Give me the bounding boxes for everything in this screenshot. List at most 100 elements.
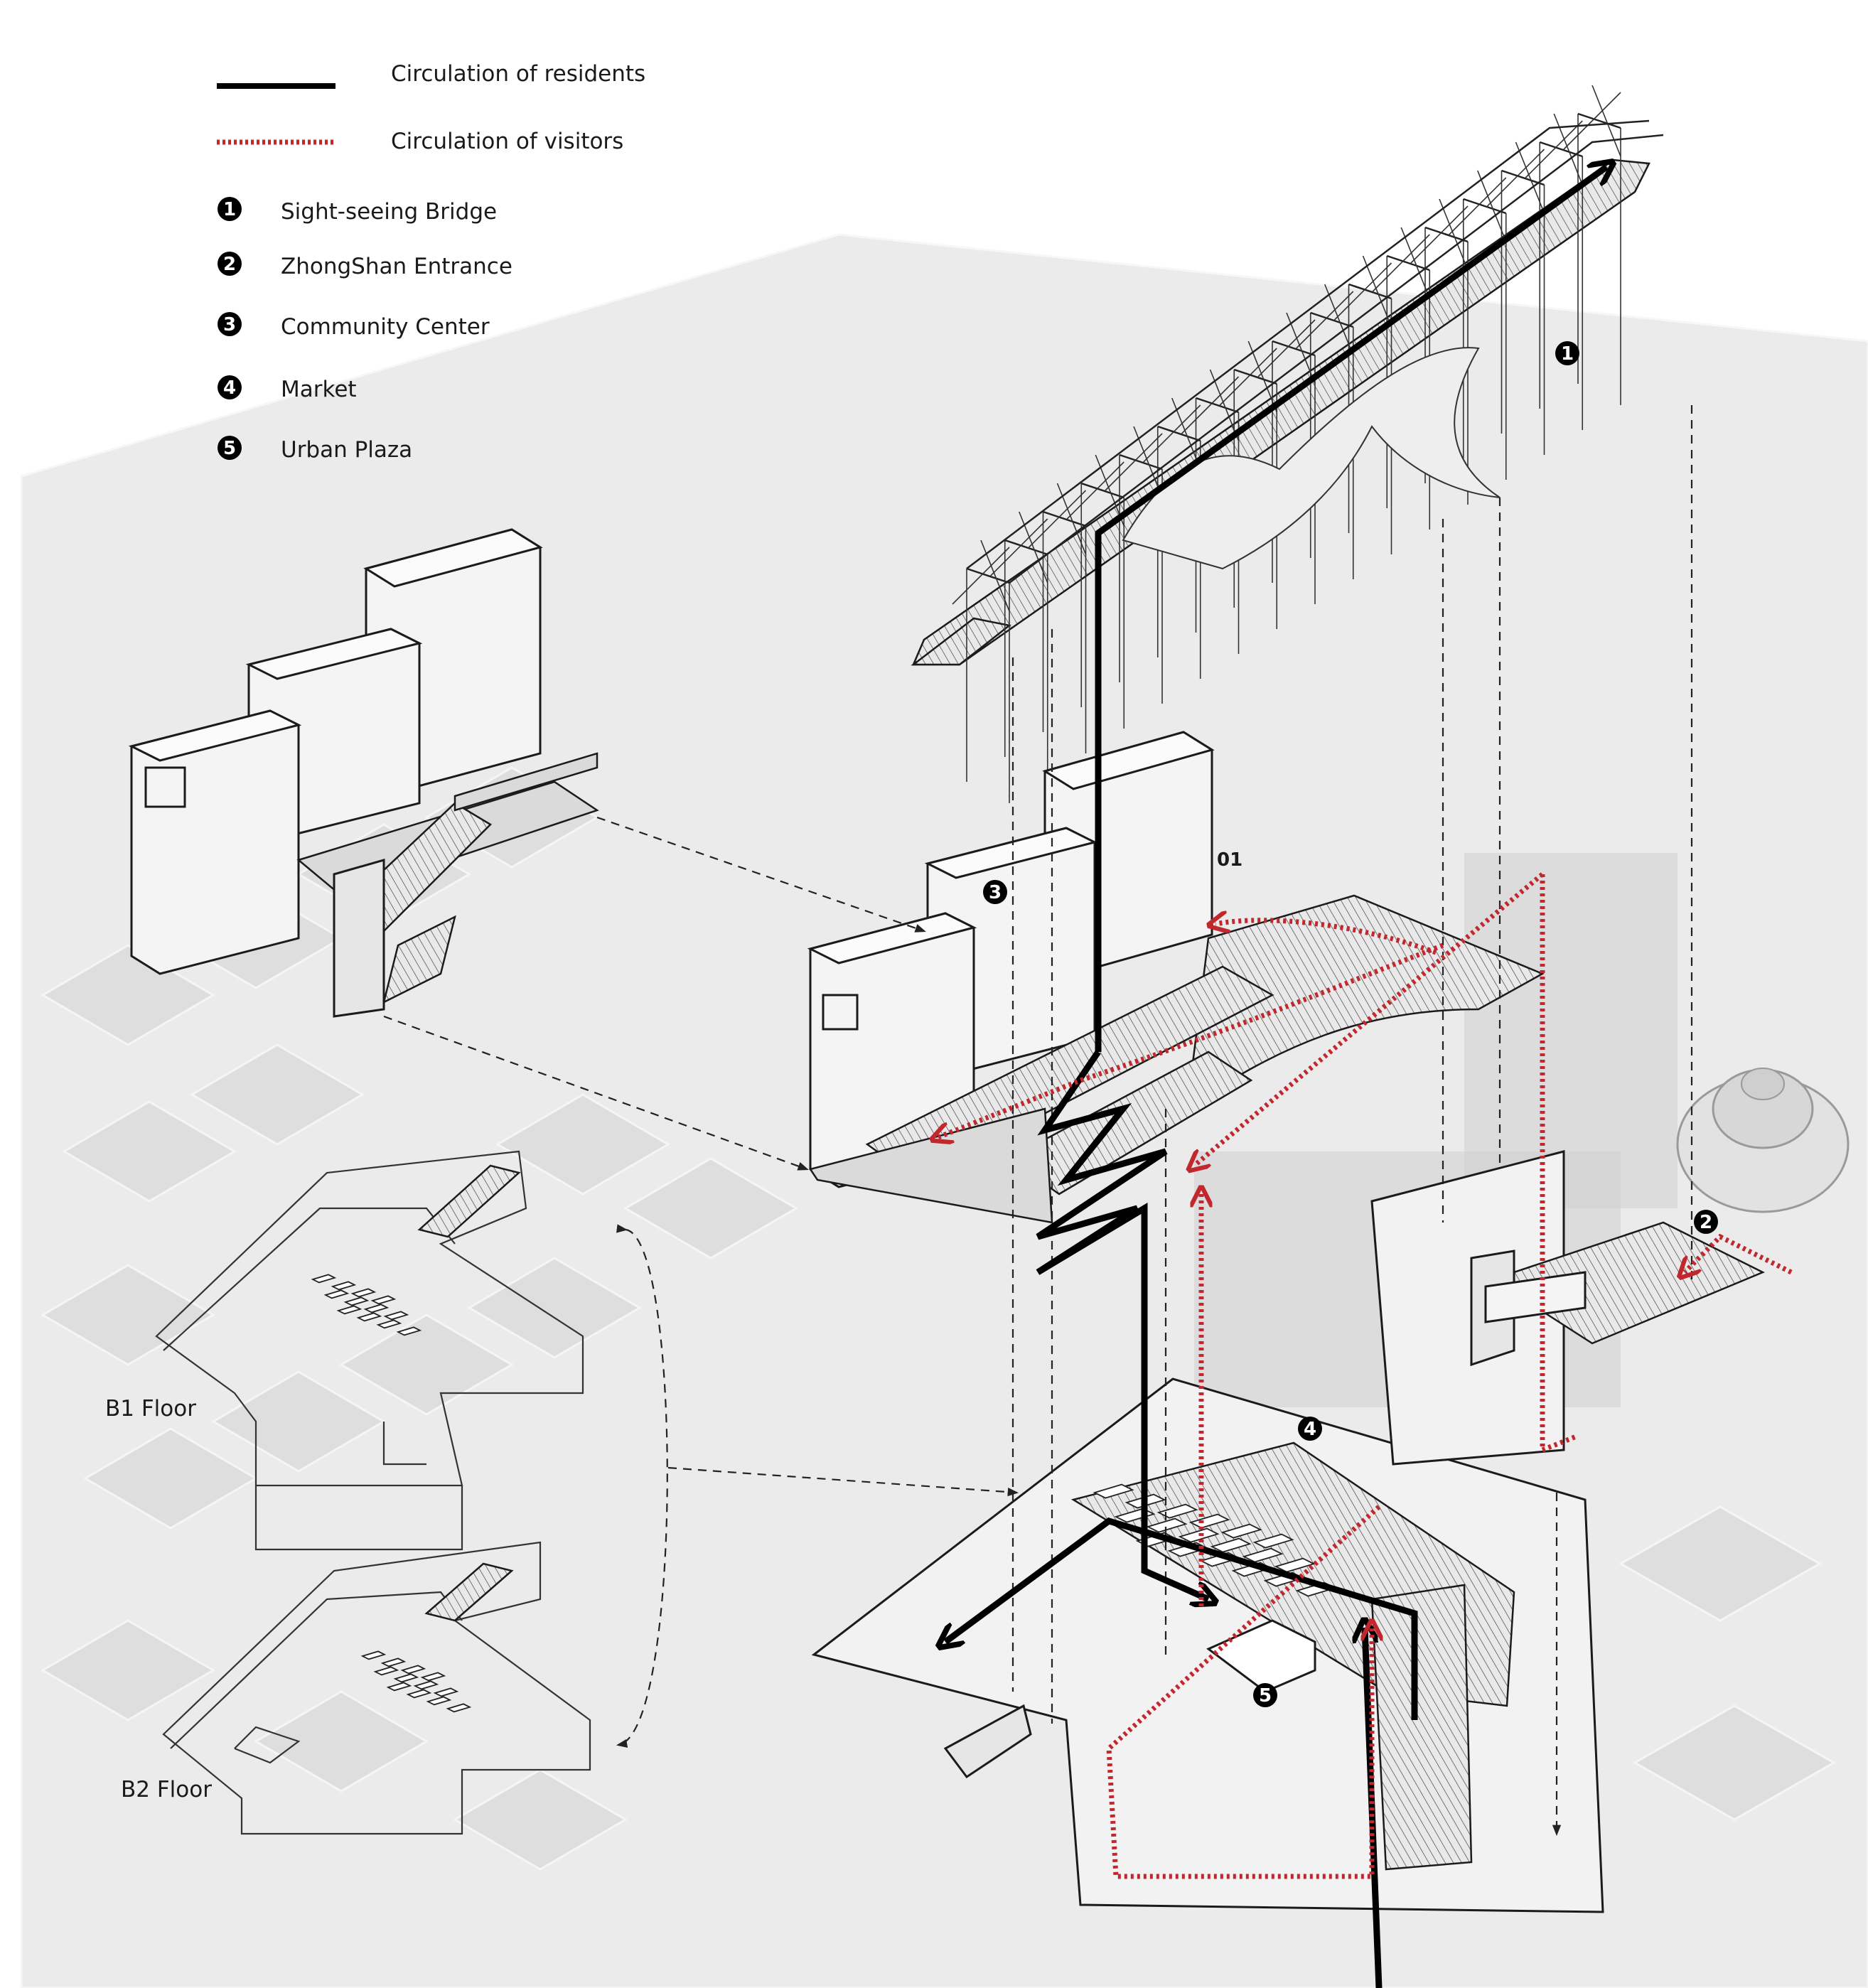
svg-text:3: 3 [989,882,1002,903]
visitors-path-right [1540,874,1579,1454]
bridge-brace [1486,149,1545,207]
badge-icon [983,880,1007,904]
stall [1220,1523,1262,1539]
bridge-brace [1219,348,1277,406]
stall [336,1305,363,1315]
stall [400,1665,426,1675]
marker-1: 1 [1555,341,1579,365]
bridge-beam [1043,510,1086,527]
badge-icon [1694,1210,1718,1234]
stall [433,1687,459,1697]
bridge-beam [1424,226,1469,243]
bridge-brace [1028,490,1087,548]
bridge-top-chord [966,119,1650,569]
visitors-path-arch [938,942,1444,1137]
stall [383,1311,409,1321]
b1-outline [155,1150,584,1487]
b1-stair [417,1164,521,1238]
stall [406,1689,432,1699]
svg-text:4: 4 [223,377,236,399]
bridge-brace [952,547,1010,605]
bridge-brace [1333,262,1392,321]
residents-circulation [945,167,1606,1988]
residents-path-down [1036,1050,1208,1599]
stall [420,1672,446,1682]
svg-text:3: 3 [223,314,236,335]
window [822,994,859,1031]
stall [1146,1517,1188,1533]
bridge-brace [1449,177,1507,235]
zhongshan-tower [1370,1150,1565,1466]
legend-visitors-label: Circulation of visitors [391,129,623,154]
bridge-beam [1310,311,1354,328]
legend-place-label: Sight-seeing Bridge [281,199,497,225]
svg-text:5: 5 [1259,1685,1272,1707]
left-volumes [128,528,599,1018]
marker-4: 4 [1298,1417,1322,1441]
stall [370,1295,397,1305]
stall [376,1319,402,1329]
stall [311,1274,337,1284]
bridge-brace [1410,205,1469,264]
legend-visitors: Circulation of visitors [217,129,623,154]
legend-residents-label: Circulation of residents [391,61,645,87]
legend-place-2: 2 ZhongShan Entrance [218,252,512,279]
bridge-beam [1080,482,1124,499]
b2-stair [424,1562,514,1622]
bridge-canopy [1122,347,1501,570]
residents-path-bridge [1095,167,1606,1052]
badge-icon [1298,1417,1322,1441]
svg-text:1: 1 [1561,343,1574,365]
plaza-stair [1370,1584,1473,1871]
bridge-beam [966,567,1010,584]
legend-place-label: Market [281,377,357,402]
bridge-brace [1105,433,1163,491]
stall [356,1312,382,1322]
b1-floor-plan: B1 Floor [105,1150,584,1551]
legend-place-label: Community Center [281,314,490,340]
zhongshan-dome [1676,1068,1850,1213]
legend-place-3: 3 Community Center [218,312,490,340]
legend-place-1: 1 Sight-seeing Bridge [218,197,497,225]
svg-text:4: 4 [1304,1419,1316,1440]
stall [413,1680,439,1690]
stall [343,1296,370,1306]
legend-place-label: Urban Plaza [281,437,412,463]
residents-path-market [945,1517,1418,1720]
bridge-brace [1296,291,1354,349]
stall [331,1281,357,1291]
projection-lines [383,405,1693,1837]
block-code-label: 01 [1217,849,1242,871]
bridge-brace [1143,404,1201,463]
bridge-beam [1463,198,1507,215]
visitors-path-deck [1194,872,1545,1166]
stall [1252,1533,1294,1549]
marker-3: 3 [983,880,1007,904]
stall [350,1288,377,1298]
marker-5: 5 [1253,1683,1277,1707]
svg-text:5: 5 [223,438,236,459]
bridge-brace [990,518,1048,576]
stall [1274,1557,1316,1573]
b1-floor-label: B1 Floor [105,1396,196,1422]
badge-icon [218,436,242,460]
bridge-beam [1386,254,1430,272]
badge-icon [218,312,242,336]
stall [1242,1547,1284,1563]
bridge-beam [1577,112,1621,129]
stall [1093,1483,1134,1499]
svg-text:2: 2 [1700,1212,1712,1233]
bridge-brace [1257,319,1316,377]
badge-icon [218,252,242,276]
visitors-path-entrance [1685,1233,1793,1272]
plaza-void [1206,1619,1316,1693]
badge-icon [1555,341,1579,365]
stall [393,1673,419,1683]
bridge-brace [1066,461,1124,520]
stall [1210,1537,1252,1553]
marker-2: 2 [1694,1210,1718,1234]
stall [323,1289,350,1299]
svg-text:2: 2 [223,254,236,275]
bridge-brace [1372,234,1430,292]
